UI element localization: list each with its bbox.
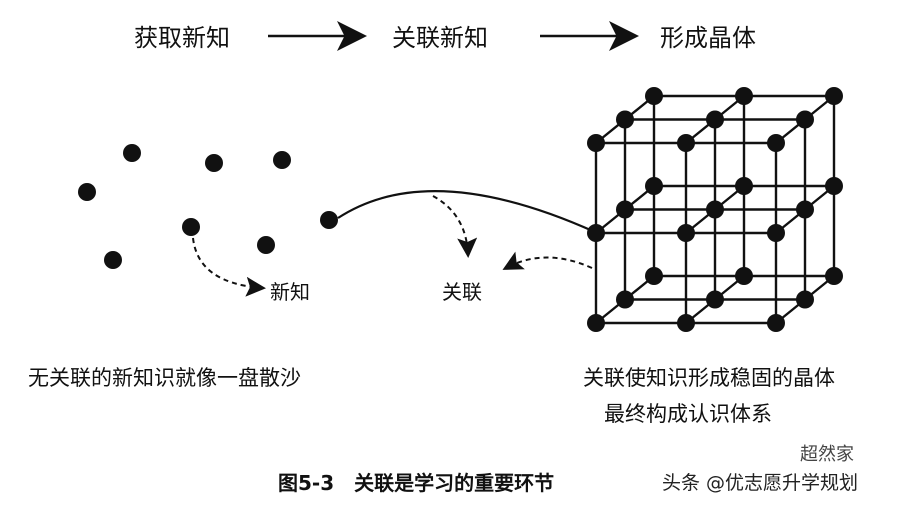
- dot: [257, 236, 275, 254]
- left-caption: 无关联的新知识就像一盘散沙: [28, 366, 301, 390]
- watermark-source: 头条 @优志愿升学规划: [662, 472, 859, 494]
- lattice-node: [706, 290, 724, 309]
- crystal-nodes: [587, 87, 843, 332]
- lattice-node: [735, 87, 753, 105]
- figure-caption: 图5-3 关联是学习的重要环节: [278, 471, 555, 495]
- dot: [123, 144, 141, 162]
- association-label: 关联: [442, 280, 482, 304]
- lattice-node: [735, 177, 753, 195]
- lattice-node: [677, 134, 695, 152]
- lattice-node: [825, 267, 843, 285]
- lattice-node: [677, 314, 695, 332]
- lattice-node: [587, 314, 605, 332]
- lattice-node: [587, 224, 605, 242]
- dashed-arrow-crystal-to-association: [502, 251, 593, 270]
- dot: [182, 218, 200, 236]
- new-knowledge-label: 新知: [270, 280, 310, 304]
- lattice-node: [645, 87, 663, 105]
- lattice-node: [645, 267, 663, 285]
- lattice-node: [735, 267, 753, 285]
- connection-arc: [337, 190, 596, 234]
- lattice-node: [796, 290, 814, 309]
- watermark-brand: 超然家: [800, 444, 854, 465]
- lattice-node: [616, 200, 634, 219]
- lattice-node: [767, 224, 785, 242]
- lattice-node: [616, 110, 634, 129]
- flow-step-acquire: 获取新知: [134, 24, 230, 52]
- dot: [78, 183, 96, 201]
- lattice-node: [796, 200, 814, 219]
- dot: [104, 251, 122, 269]
- dot: [320, 211, 338, 229]
- lattice-node: [825, 177, 843, 195]
- lattice-node: [677, 224, 695, 242]
- crystal-lattice: [594, 94, 836, 325]
- lattice-node: [767, 134, 785, 152]
- lattice-node: [767, 314, 785, 332]
- scattered-dots: [78, 144, 338, 269]
- flow-step-associate: 关联新知: [392, 24, 488, 52]
- right-caption-line2: 最终构成认识体系: [604, 402, 772, 426]
- lattice-node: [616, 290, 634, 309]
- dashed-arrow-arc-to-association: [432, 195, 478, 258]
- dot: [205, 154, 223, 172]
- flow-step-crystallize: 形成晶体: [660, 24, 756, 52]
- lattice-node: [796, 110, 814, 129]
- dot: [273, 151, 291, 169]
- dashed-arrow-to-new-knowledge: [192, 237, 266, 297]
- right-caption-line1: 关联使知识形成稳固的晶体: [583, 366, 835, 390]
- lattice-node: [587, 134, 605, 152]
- lattice-node: [706, 200, 724, 219]
- lattice-node: [825, 87, 843, 105]
- lattice-node: [645, 177, 663, 195]
- lattice-node: [706, 110, 724, 129]
